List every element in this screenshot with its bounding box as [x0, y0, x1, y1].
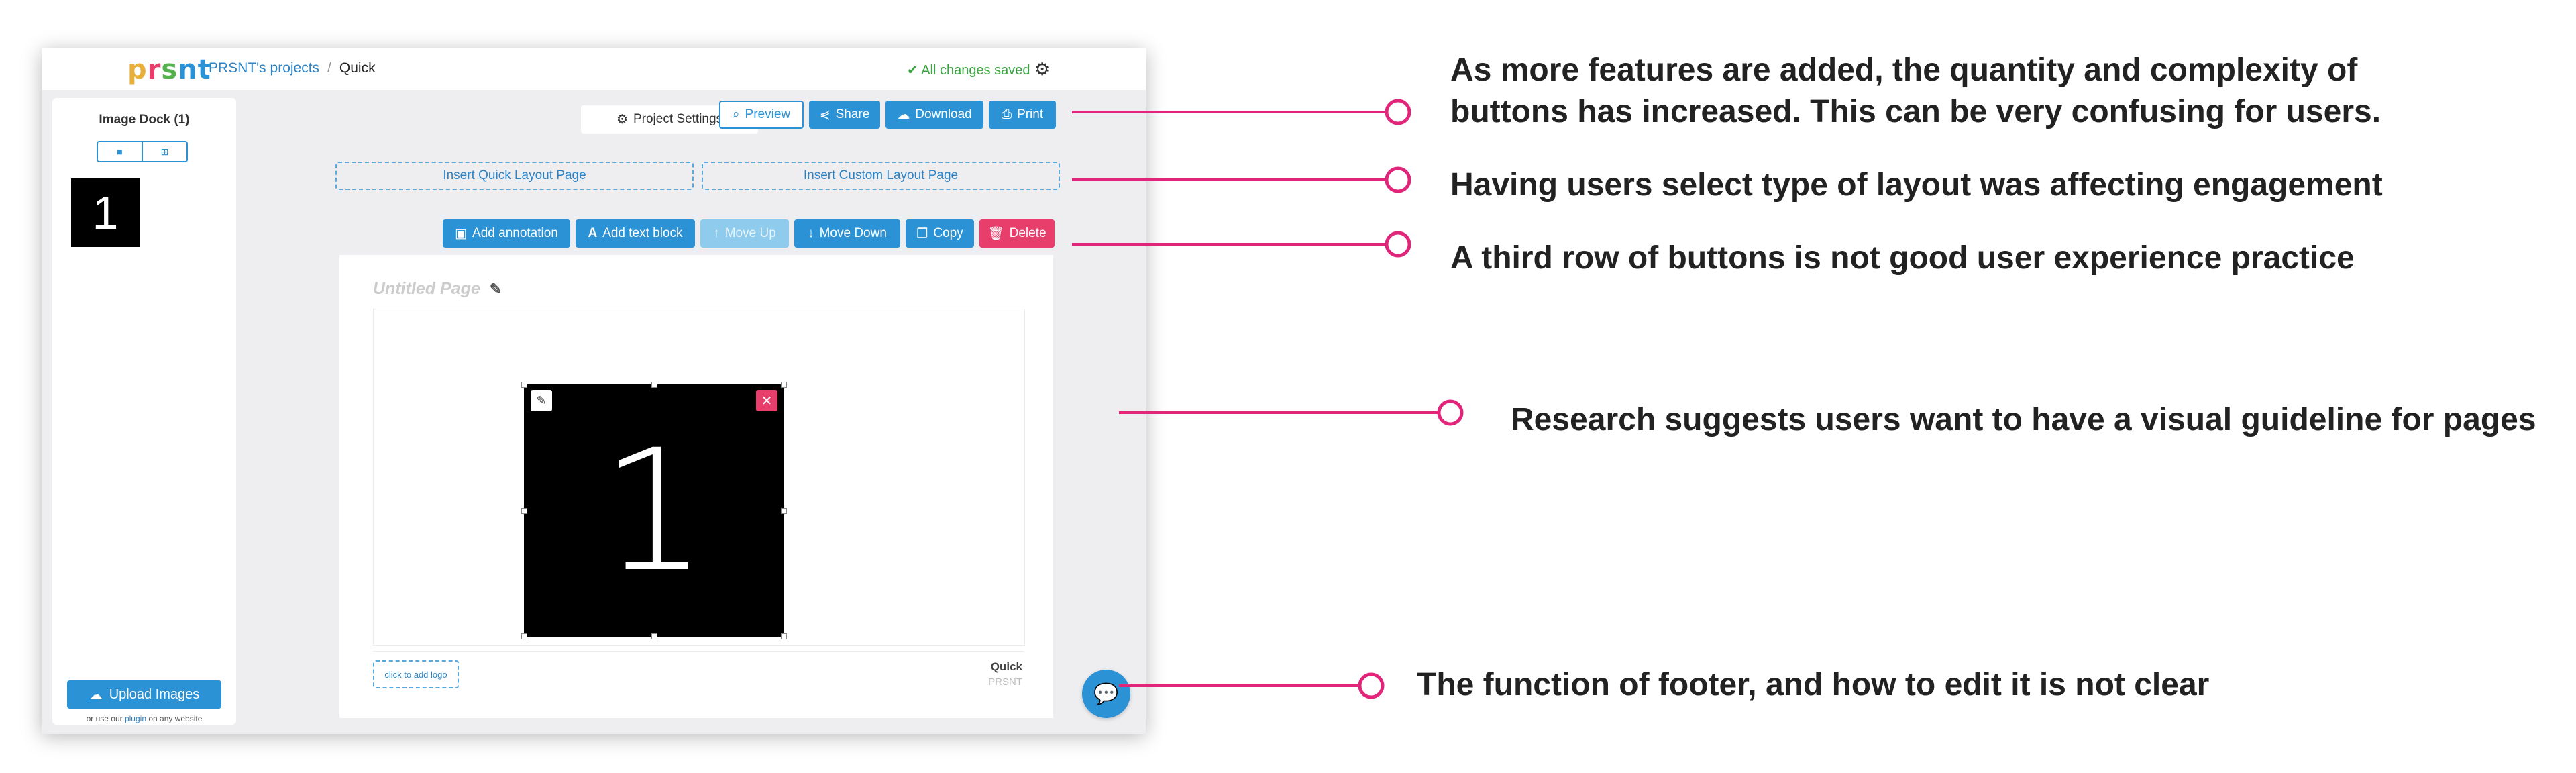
gear-icon[interactable]: ⚙ [1034, 59, 1051, 79]
breadcrumb-current: Quick [339, 60, 376, 76]
page-card: Untitled Page ✎ 1 ✎ ✕ click to add logo Q… [339, 255, 1053, 718]
app-window: prsnt PRSNT's projects / Quick ✔ All chang… [42, 48, 1146, 734]
resize-handle[interactable] [781, 382, 787, 388]
upload-images-button[interactable]: ☁ Upload Images [67, 680, 221, 709]
check-icon: ✔ [907, 63, 918, 78]
plugin-link[interactable]: plugin [124, 714, 146, 723]
resize-handle[interactable] [781, 508, 787, 514]
resize-handle[interactable] [521, 508, 527, 514]
annotation-1-line-2: buttons has increased. This can be very … [1450, 94, 2381, 130]
download-button[interactable]: ☁ Download [885, 101, 983, 129]
move-down-label: Move Down [819, 226, 887, 240]
resize-handle[interactable] [651, 633, 657, 639]
insert-custom-layout-button[interactable]: Insert Custom Layout Page [702, 162, 1060, 190]
copy-icon: ❐ [916, 226, 928, 241]
share-icon: ⋞ [819, 107, 830, 122]
footer-brand: PRSNT [988, 676, 1022, 688]
resize-handle[interactable] [781, 633, 787, 639]
breadcrumb-separator: / [327, 60, 331, 76]
connector-dot [1358, 672, 1385, 699]
comment-icon: ▣ [455, 226, 468, 241]
annotation-4: Research suggests users want to have a v… [1511, 402, 2536, 437]
download-label: Download [915, 107, 972, 121]
breadcrumb: PRSNT's projects / Quick [209, 60, 376, 76]
grid-view-icon[interactable]: ⊞ [160, 146, 169, 157]
delete-button[interactable]: 🗑 Delete [979, 219, 1055, 248]
connector-dot [1385, 231, 1411, 258]
text-icon: A [588, 226, 598, 240]
add-text-block-label: Add text block [602, 226, 683, 240]
search-icon: ⌕ [732, 107, 740, 121]
annotation-1: As more features are added, the quantity… [1450, 50, 2381, 133]
upload-images-label: Upload Images [109, 686, 200, 702]
share-label: Share [835, 107, 870, 121]
page-title-text: Untitled Page [373, 279, 480, 298]
footer-divider [373, 651, 1024, 652]
move-up-button[interactable]: ↑ Move Up [700, 219, 789, 248]
dock-thumbnail[interactable]: 1 [71, 178, 140, 247]
resize-handle[interactable] [651, 382, 657, 388]
add-text-block-button[interactable]: A Add text block [576, 219, 695, 248]
preview-button[interactable]: ⌕ Preview [719, 101, 804, 129]
project-settings-label: Project Settings [633, 112, 723, 126]
annotation-1-line-1: As more features are added, the quantity… [1450, 52, 2358, 88]
connector-dot [1437, 399, 1464, 426]
arrow-down-icon: ↓ [808, 226, 814, 240]
plugin-hint-suffix: on any website [148, 714, 203, 723]
delete-label: Delete [1009, 226, 1046, 240]
move-up-label: Move Up [724, 226, 776, 240]
add-logo-button[interactable]: click to add logo [373, 660, 459, 688]
page-image[interactable]: 1 ✎ ✕ [521, 382, 787, 639]
arrow-up-icon: ↑ [713, 226, 720, 240]
resize-handle[interactable] [521, 382, 527, 388]
move-down-button[interactable]: ↓ Move Down [794, 219, 900, 248]
insert-quick-layout-button[interactable]: Insert Quick Layout Page [335, 162, 694, 190]
layout-canvas: 1 ✎ ✕ [373, 309, 1025, 646]
image-close-icon[interactable]: ✕ [756, 390, 777, 411]
gear-icon: ⚙ [616, 112, 628, 127]
save-status: ✔ All changes saved [907, 62, 1030, 79]
resize-handle[interactable] [521, 633, 527, 639]
page-title[interactable]: Untitled Page ✎ [373, 279, 502, 299]
footer-project-name: Quick [990, 660, 1022, 673]
breadcrumb-projects-link[interactable]: PRSNT's projects [209, 60, 320, 76]
annotation-2: Having users select type of layout was a… [1450, 167, 2383, 203]
plugin-hint-prefix: or use our [86, 714, 123, 723]
add-annotation-label: Add annotation [472, 226, 558, 240]
print-button[interactable]: ⎙ Print [989, 101, 1056, 129]
cloud-upload-icon: ☁ [89, 687, 103, 703]
annotation-5: The function of footer, and how to edit … [1417, 667, 2210, 703]
top-bar: prsnt PRSNT's projects / Quick ✔ All chang… [42, 48, 1146, 90]
plugin-hint: or use our plugin on any website [52, 714, 236, 723]
share-button[interactable]: ⋞ Share [809, 101, 880, 129]
trash-icon: 🗑 [987, 227, 1004, 241]
cloud-download-icon: ☁ [897, 107, 910, 122]
copy-button[interactable]: ❐ Copy [906, 219, 974, 248]
page-image-label: 1 [600, 413, 708, 609]
copy-label: Copy [933, 226, 963, 240]
connector-dot [1385, 166, 1411, 193]
image-dock-title: Image Dock (1) [99, 113, 190, 127]
image-dock: Image Dock (1) ■ ⊞ 1 ☁ Upload Images or … [52, 98, 236, 725]
chat-launcher-icon[interactable]: 💬 [1082, 670, 1130, 718]
annotation-3: A third row of buttons is not good user … [1450, 240, 2355, 276]
preview-label: Preview [745, 107, 791, 121]
prsnt-logo[interactable]: prsnt [127, 54, 211, 85]
single-view-icon[interactable]: ■ [98, 142, 143, 161]
print-label: Print [1017, 107, 1044, 121]
view-toggle: ■ ⊞ [97, 141, 188, 162]
printer-icon: ⎙ [1001, 107, 1012, 121]
add-annotation-button[interactable]: ▣ Add annotation [443, 219, 570, 248]
image-edit-icon[interactable]: ✎ [531, 390, 552, 411]
pencil-icon[interactable]: ✎ [489, 280, 502, 297]
connector-dot [1385, 99, 1411, 125]
save-status-text: All changes saved [921, 63, 1030, 78]
